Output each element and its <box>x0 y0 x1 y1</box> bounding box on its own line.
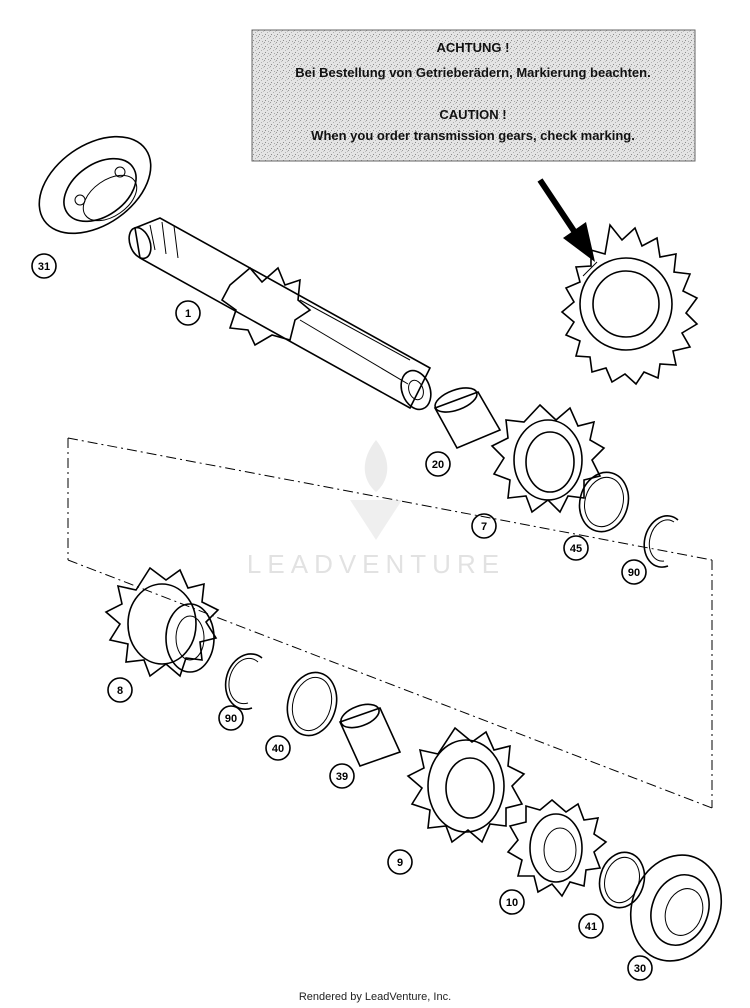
callout-90-lower[interactable]: 90 <box>218 705 244 731</box>
bushing-39-icon <box>338 703 402 767</box>
svg-text:8: 8 <box>117 685 123 697</box>
callout-41[interactable]: 41 <box>578 913 604 939</box>
callout-90-upper[interactable]: 90 <box>621 559 647 585</box>
note-line-caution: CAUTION ! <box>439 107 506 122</box>
main-shaft-1-icon <box>128 217 432 411</box>
svg-text:20: 20 <box>432 459 444 471</box>
callout-40[interactable]: 40 <box>265 735 291 761</box>
ring-40-icon <box>286 671 338 737</box>
gear-10-icon <box>506 798 608 898</box>
gear-8-icon <box>104 566 220 678</box>
callout-45[interactable]: 45 <box>563 535 589 561</box>
note-line-english: When you order transmission gears, check… <box>311 128 635 143</box>
svg-text:90: 90 <box>225 713 237 725</box>
gear-9-icon <box>406 726 526 844</box>
caution-note: ACHTUNG ! Bei Bestellung von Getrieberäd… <box>251 29 696 162</box>
bushing-20-icon <box>433 387 502 450</box>
callout-30[interactable]: 30 <box>627 955 653 981</box>
assembly-guide-line <box>67 437 713 809</box>
watermark-text: LEADVENTURE <box>247 549 505 579</box>
bearing-30-icon <box>629 854 723 962</box>
callout-39[interactable]: 39 <box>329 763 355 789</box>
svg-text:39: 39 <box>336 771 348 783</box>
callout-31[interactable]: 31 <box>31 253 57 279</box>
footer-credit: Rendered by LeadVenture, Inc. <box>299 991 451 1003</box>
callout-1[interactable]: 1 <box>175 300 201 326</box>
svg-text:30: 30 <box>634 963 646 975</box>
note-line-achtung: ACHTUNG ! <box>437 40 510 55</box>
svg-text:45: 45 <box>570 543 582 555</box>
ring-41-icon <box>598 851 646 909</box>
callout-10[interactable]: 10 <box>499 889 525 915</box>
svg-text:1: 1 <box>185 308 191 320</box>
svg-text:9: 9 <box>397 857 403 869</box>
svg-text:10: 10 <box>506 897 518 909</box>
svg-text:90: 90 <box>628 567 640 579</box>
note-line-german: Bei Bestellung von Getrieberädern, Marki… <box>295 65 650 80</box>
circlip-90-upper-icon <box>643 515 679 568</box>
marking-arrow-icon <box>537 178 595 262</box>
callout-7[interactable]: 7 <box>471 513 497 539</box>
marking-detail-gear-icon <box>560 223 699 386</box>
leadventure-watermark: LEADVENTURE <box>247 440 505 579</box>
svg-text:7: 7 <box>481 521 487 533</box>
callout-8[interactable]: 8 <box>107 677 133 703</box>
callout-20[interactable]: 20 <box>425 451 451 477</box>
gear-7-icon <box>490 403 606 514</box>
bearing-31-icon <box>38 135 152 235</box>
ring-45-icon <box>578 471 630 533</box>
callout-9[interactable]: 9 <box>387 849 413 875</box>
svg-text:40: 40 <box>272 743 284 755</box>
circlip-90-lower-icon <box>224 653 263 711</box>
svg-text:41: 41 <box>585 921 597 933</box>
svg-text:31: 31 <box>38 261 50 273</box>
